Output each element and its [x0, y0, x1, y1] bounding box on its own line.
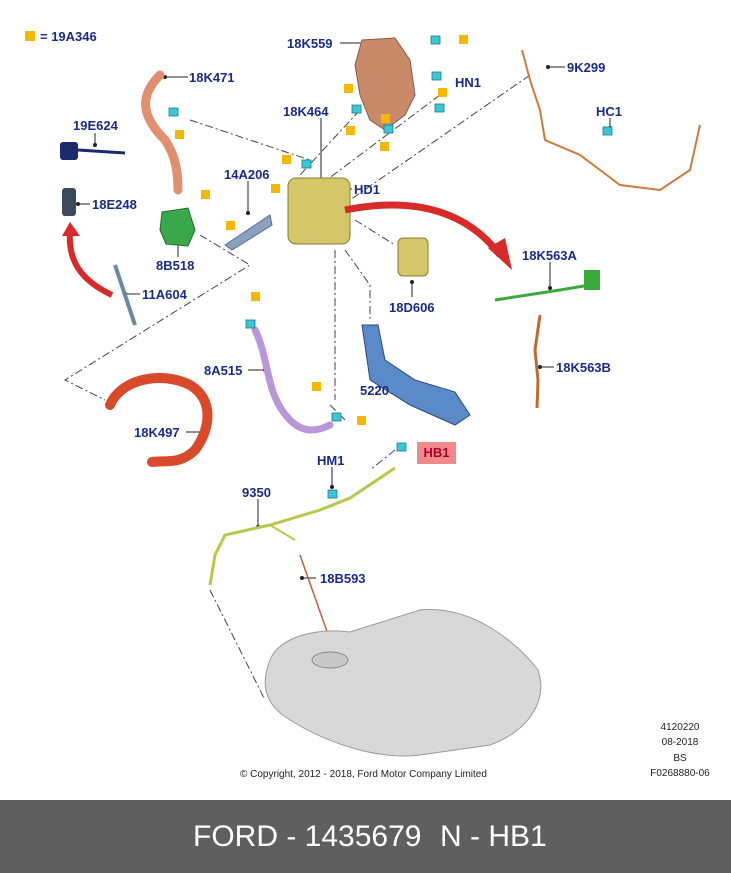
hose-18k497-part — [105, 373, 213, 467]
label-18k497: 18K497 — [134, 425, 180, 440]
label-hb1-highlighted: HB1 — [417, 442, 456, 464]
glow-plug-11a604-part — [113, 264, 137, 326]
label-19e624: 19E624 — [73, 118, 118, 133]
hose-18k471-part — [141, 70, 183, 195]
heat-shield-part — [354, 37, 416, 131]
label-hc1: HC1 — [596, 104, 623, 119]
label-14a206: 14A206 — [224, 167, 270, 182]
label-18e248: 18E248 — [92, 197, 137, 212]
arrow-left-red — [66, 231, 114, 298]
clip-19a346-markers — [175, 35, 468, 425]
meta-line-4: F0268880-06 — [650, 768, 710, 779]
label-hd1: HD1 — [354, 182, 381, 197]
module-18k464-part — [287, 177, 351, 245]
copyright-text: © Copyright, 2012 - 2018, Ford Motor Com… — [240, 769, 487, 780]
label-18k563b: 18K563B — [556, 360, 611, 375]
line-9k299-part — [521, 49, 701, 192]
hose-8a515-part — [251, 326, 334, 434]
legend-swatch — [25, 31, 35, 41]
label-18d606: 18D606 — [389, 300, 435, 315]
diagram-artwork — [60, 35, 701, 757]
parts-diagram: = 19A346 18K559 18K471 HN1 9K299 19E624 … — [25, 29, 710, 780]
harness-18k563a-part — [494, 283, 591, 302]
meta-line-1: 4120220 — [660, 722, 700, 733]
label-11a604: 11A604 — [142, 287, 187, 302]
cyan-clips — [168, 35, 613, 499]
label-9k299: 9K299 — [567, 60, 606, 75]
label-18k471: 18K471 — [189, 70, 235, 85]
module-18d606-part — [397, 237, 429, 277]
part-18b593 — [299, 554, 331, 641]
footer-code: N - HB1 — [440, 820, 547, 853]
pump-8b518-part — [159, 207, 196, 247]
label-18k464: 18K464 — [283, 104, 329, 119]
label-hm1: HM1 — [317, 453, 345, 468]
harness-18k563b-part — [533, 314, 542, 409]
label-hn1: HN1 — [455, 75, 482, 90]
label-18k559: 18K559 — [287, 36, 333, 51]
meta-line-2: 08-2018 — [661, 737, 699, 748]
label-8b518: 8B518 — [156, 258, 195, 273]
meta-line-3: BS — [673, 753, 687, 764]
label-9350: 9350 — [242, 485, 271, 500]
arrow-right-red — [344, 201, 503, 258]
catalyst-5220-part — [361, 324, 471, 426]
harness-9350-part — [208, 466, 396, 586]
label-18b593: 18B593 — [320, 571, 366, 586]
fuel-tank-part — [264, 609, 542, 757]
label-8a515: 8A515 — [204, 363, 243, 378]
leader-lines — [78, 42, 611, 579]
part-18e248 — [62, 188, 76, 216]
bracket-14a206-part — [224, 214, 273, 251]
footer-bar: FORD - 1435679 N - HB1 — [0, 800, 731, 873]
footer-part-number: FORD - 1435679 — [193, 820, 422, 853]
part-19e624 — [60, 142, 78, 160]
legend-text: = 19A346 — [40, 29, 97, 44]
label-5220: 5220 — [360, 383, 389, 398]
label-18k563a: 18K563A — [522, 248, 577, 263]
